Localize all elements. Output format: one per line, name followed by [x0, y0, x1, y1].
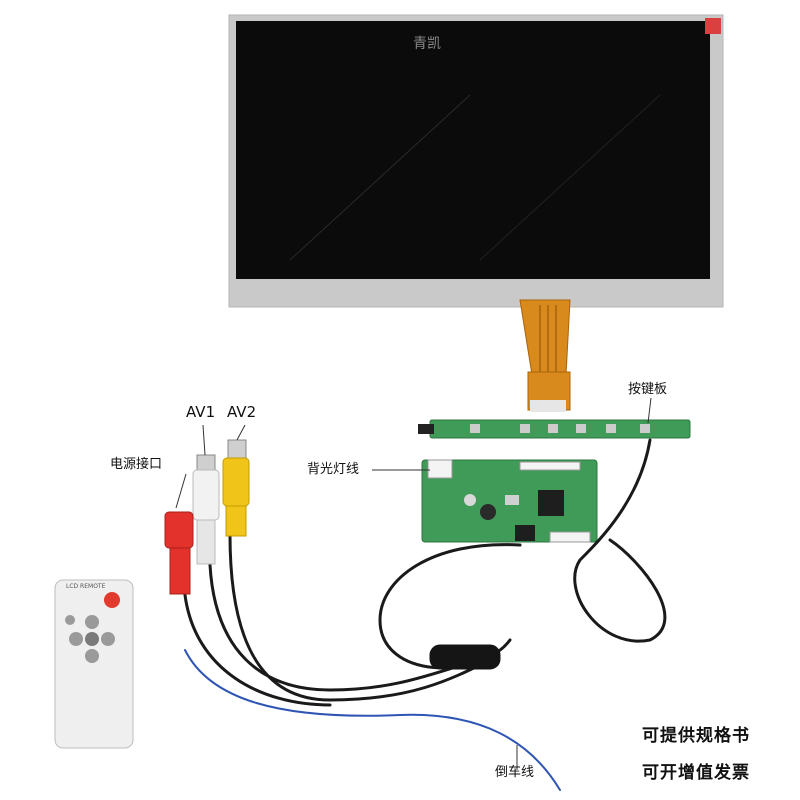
driver-board	[421, 459, 598, 543]
leader-lines	[175, 397, 652, 770]
watermark-text: 青凯	[413, 36, 441, 52]
keypad-board	[418, 419, 691, 439]
remote-control	[54, 579, 134, 749]
power-port-label: 电源接口	[110, 457, 163, 472]
fpc-ribbon	[519, 299, 571, 412]
av1-label: AV1	[186, 403, 216, 421]
spec-note: 可提供规格书	[642, 726, 750, 746]
remote-label: LCD REMOTE	[66, 583, 106, 590]
av2-label: AV2	[227, 403, 257, 421]
rca-connectors	[164, 439, 250, 595]
keypad-board-label: 按键板	[628, 382, 668, 397]
lcd-panel	[228, 14, 724, 308]
backlight-cable-label: 背光灯线	[307, 462, 360, 477]
reverse-wire-label: 倒车线	[495, 765, 535, 780]
invoice-note: 可开增值发票	[642, 763, 750, 783]
cables	[183, 438, 667, 791]
